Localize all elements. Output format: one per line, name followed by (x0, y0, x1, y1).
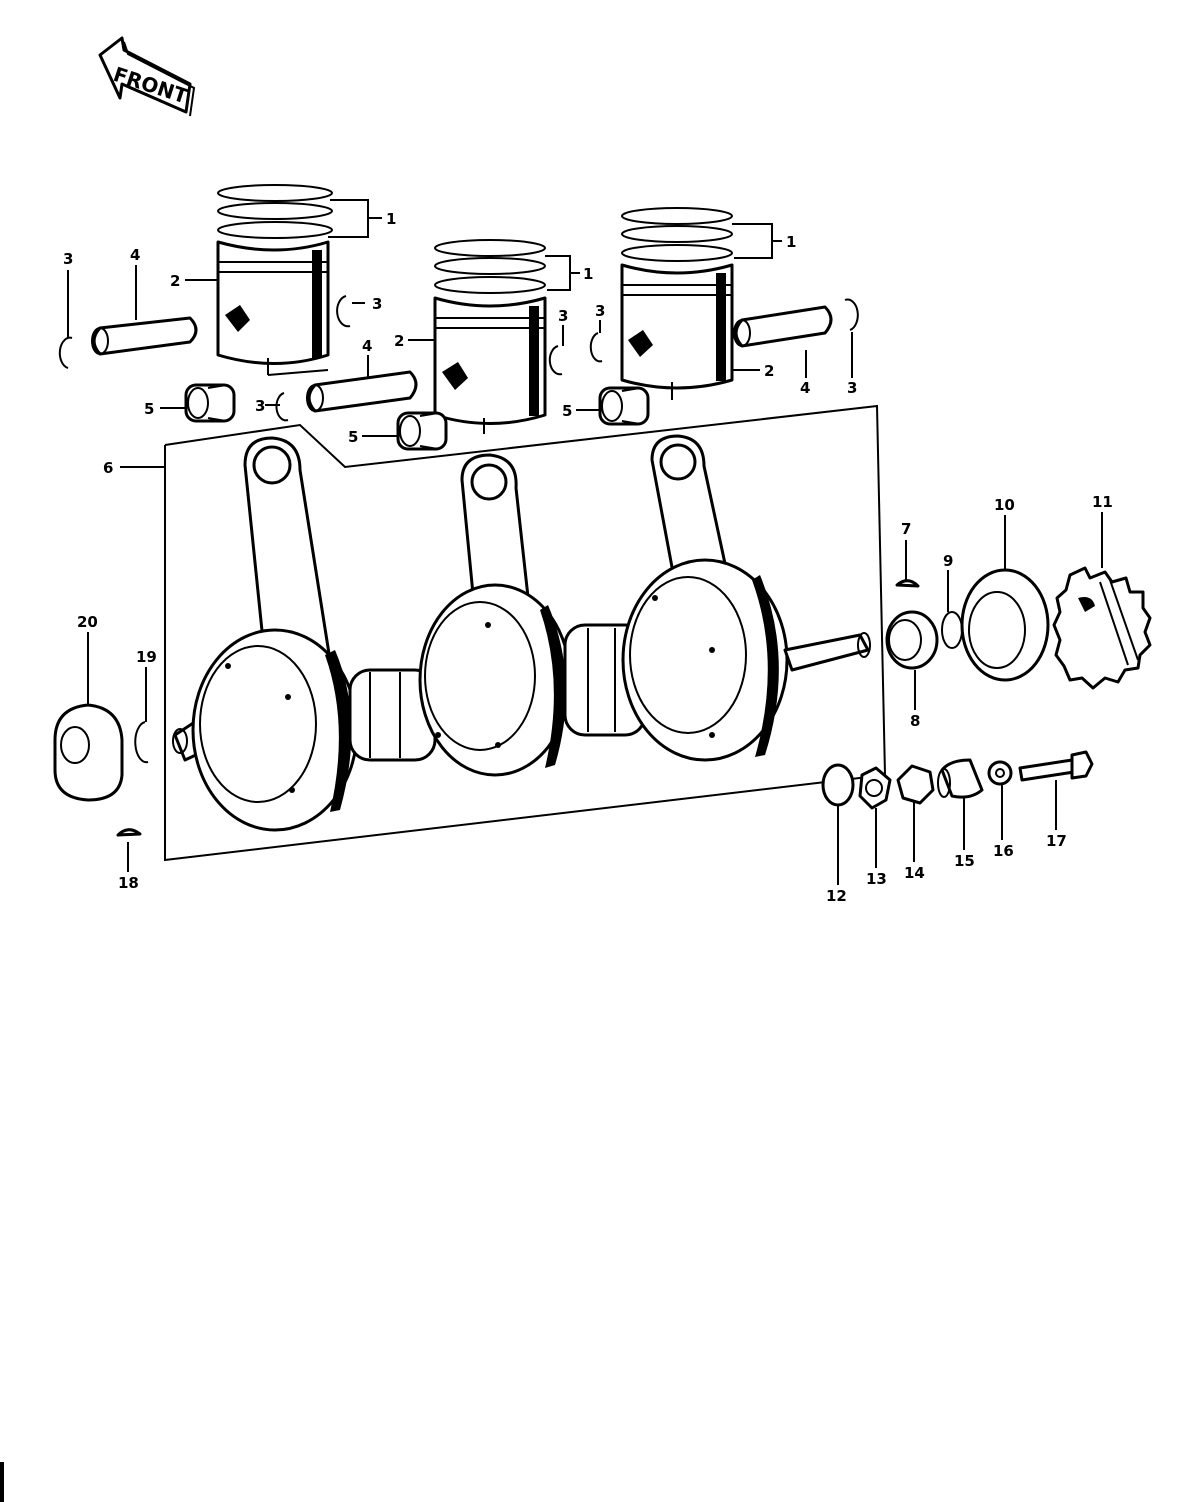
callout-2b: 2 (394, 332, 404, 350)
callout-19: 19 (136, 648, 157, 666)
callout-20: 20 (77, 613, 98, 631)
callout-9: 9 (943, 552, 953, 570)
piston-pin-3 (733, 305, 833, 348)
callout-12: 12 (826, 887, 847, 905)
front-arrow-icon: FRONT (98, 36, 196, 117)
piston-2 (433, 239, 547, 434)
piston-1 (216, 184, 333, 376)
piston-pin-2 (306, 370, 418, 413)
circlips (58, 295, 859, 422)
crankshaft-assembly-outline (164, 404, 887, 862)
callout-8: 8 (910, 712, 920, 730)
callout-4b: 4 (362, 337, 372, 355)
callout-3d: 3 (558, 307, 568, 325)
needle-bearings (184, 383, 650, 451)
callout-3e: 3 (595, 302, 605, 320)
crankshaft (172, 434, 871, 832)
piston-3 (620, 207, 734, 400)
right-end-parts (821, 566, 1152, 810)
left-end-parts (53, 703, 149, 837)
callout-4a: 4 (130, 246, 140, 264)
callout-4c: 4 (800, 379, 810, 397)
callout-7: 7 (901, 520, 911, 538)
callout-2a: 2 (170, 272, 180, 290)
callout-16: 16 (993, 842, 1014, 860)
callout-18: 18 (118, 874, 139, 892)
callout-5c: 5 (562, 402, 572, 420)
callout-14: 14 (904, 864, 925, 882)
callout-5b: 5 (348, 428, 358, 446)
callout-1b: 1 (583, 265, 593, 283)
piston-pin-1 (91, 316, 198, 356)
callout-15: 15 (954, 852, 975, 870)
callout-13: 13 (866, 870, 887, 888)
scan-edge-mark (0, 1462, 4, 1502)
callout-3c: 3 (255, 397, 265, 415)
callout-3a: 3 (63, 250, 73, 268)
sprocket-gear (1052, 566, 1152, 690)
callout-11: 11 (1092, 493, 1113, 511)
callout-1c: 1 (786, 233, 796, 251)
callout-10: 10 (994, 496, 1015, 514)
callout-5a: 5 (144, 400, 154, 418)
callout-3f: 3 (847, 379, 857, 397)
callout-2c: 2 (764, 362, 774, 380)
leader-lines (67, 199, 1103, 885)
callout-3b: 3 (372, 295, 382, 313)
callout-17: 17 (1046, 832, 1067, 850)
callout-labels: 1 1 1 2 2 2 3 3 3 3 3 3 4 4 4 5 5 5 6 7 … (63, 210, 1113, 905)
callout-6: 6 (103, 459, 113, 477)
callout-1a: 1 (386, 210, 396, 228)
